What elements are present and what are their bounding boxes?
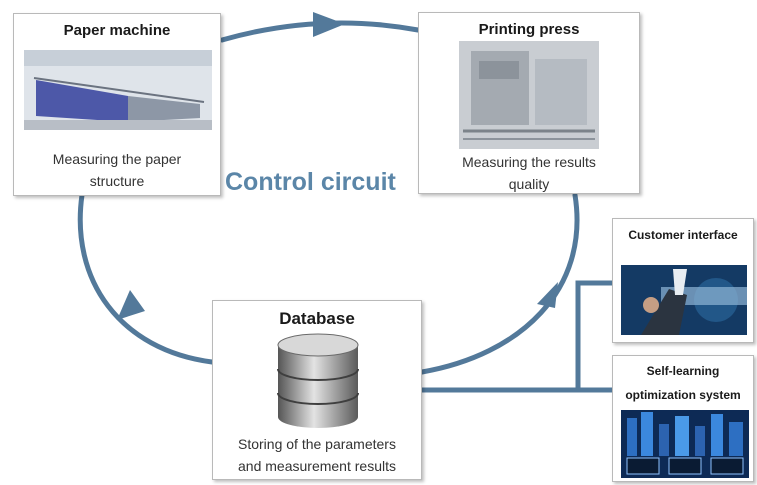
printing-press-title: Printing press: [478, 21, 580, 38]
database-desc-1: Storing of the parameters: [238, 436, 396, 452]
optimization-title-2: optimization system: [625, 388, 741, 402]
paper-machine-box: Paper machine Measuring the paper struct…: [13, 13, 221, 196]
arc-press-to-database: [419, 192, 580, 375]
database-desc-2: and measurement results: [238, 458, 396, 474]
database-title: Database: [279, 309, 355, 328]
printing-press-desc-1: Measuring the results: [462, 154, 596, 170]
customer-interface-box: Customer interface: [612, 218, 754, 343]
arrowhead-right: [537, 282, 558, 308]
arc-database-to-paper: [77, 192, 215, 365]
paper-machine-desc-2: structure: [89, 173, 145, 189]
monitors-city-photo: [621, 410, 749, 478]
arrowhead-top: [313, 12, 345, 37]
paper-machine-photo: [24, 50, 212, 130]
printing-press-box: Printing press Measuring the results qua…: [418, 12, 640, 194]
link-database-interfaces: [419, 280, 615, 393]
paper-machine-desc-1: Measuring the paper: [52, 151, 182, 167]
printing-press-desc-2: quality: [508, 176, 550, 192]
touchscreen-photo: [621, 265, 747, 335]
control-circuit-label: Control circuit: [225, 168, 396, 196]
printing-press-photo: [459, 41, 599, 149]
database-box: Database Storing of the parameters and m…: [212, 300, 422, 480]
database-cylinder-icon: [273, 333, 363, 431]
arrowhead-left: [117, 290, 145, 320]
paper-machine-title: Paper machine: [63, 22, 171, 39]
customer-interface-title: Customer interface: [628, 228, 738, 242]
optimization-system-box: Self-learning optimization system: [612, 355, 754, 482]
optimization-title-1: Self-learning: [646, 364, 720, 378]
